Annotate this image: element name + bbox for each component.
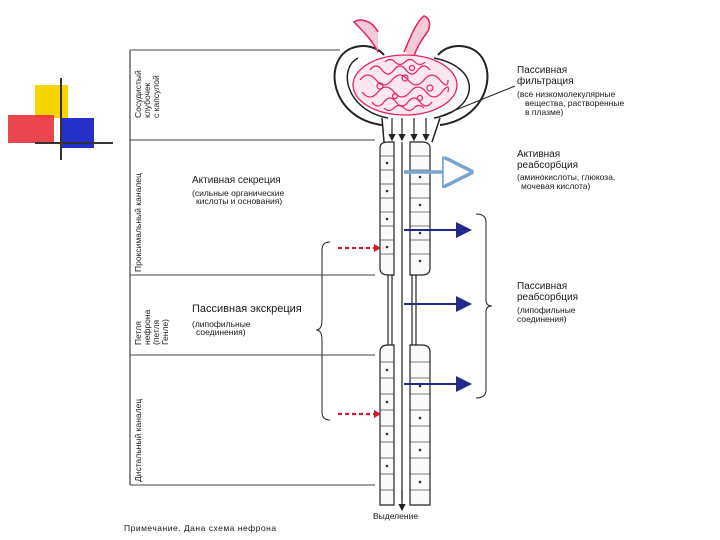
section-label-distal: Дистальный каналец — [133, 398, 143, 482]
passive-filtration-detail-3: в плазме) — [525, 106, 564, 117]
bowman-capsule-outer — [333, 45, 489, 126]
active-secretion-detail-1: (сильные органические — [192, 187, 285, 198]
efferent-vessel — [403, 15, 431, 57]
annotation-passive-reabsorption: Пассивная реабсорбция (липофильные соеди… — [517, 281, 578, 324]
active-reabsorption-title-2: реабсорбция — [517, 159, 578, 171]
passive-filtration-title-2: фильтрация — [517, 75, 574, 87]
section-label-glomerulus: Сосудистый клубочек с капсулой — [133, 70, 161, 118]
figure-note: Примечание. Дана схема нефрона — [124, 523, 277, 533]
passive-filtration-title-1: Пассивная — [517, 65, 568, 76]
active-reabsorption-detail-2: мочевая кислота) — [521, 180, 591, 191]
right-brace — [475, 213, 493, 399]
passive-reabsorption-detail-2: соединения) — [517, 313, 567, 324]
active-reabsorption-detail-1: (аминокислоты, глюкоза, — [517, 172, 616, 182]
active-secretion-detail-2: кислоты и основания) — [196, 196, 283, 207]
capsule-neck — [381, 117, 441, 143]
passive-excretion-detail-1: (липофильные — [192, 318, 251, 329]
section-label-loop: Петля нефрона (петля Генле) — [133, 310, 170, 345]
passive-reabsorption-title-1: Пассивная — [517, 281, 568, 292]
filtration-arrows — [388, 118, 430, 142]
section-label-glomerulus-line-3: с капсулой — [150, 75, 161, 118]
section-label-proximal: Проксимальный каналец — [133, 173, 143, 272]
section-label-distal-text: Дистальный каналец — [133, 398, 143, 482]
tubule-loop — [387, 275, 417, 345]
section-label-loop-line-4: Генле) — [159, 319, 170, 345]
annotation-active-reabsorption: Активная реабсорбция (аминокислоты, глюк… — [517, 149, 616, 191]
glomerulus-capillaries — [359, 58, 449, 112]
cell-nuclei — [385, 161, 422, 484]
excretion-dashed-arrowhead-1 — [374, 244, 381, 252]
deco-red-square — [8, 115, 54, 143]
passive-excretion-title: Пассивная экскреция — [192, 303, 302, 315]
glomerulus — [352, 54, 458, 116]
tubule-proximal — [379, 141, 431, 276]
annotation-active-secretion: Активная секреция (сильные органические … — [192, 175, 285, 207]
left-brace — [315, 241, 331, 421]
deco-vertical-line — [60, 78, 62, 160]
filtration-leader — [435, 85, 516, 119]
passive-filtration-detail-1: (все низкомолекулярные — [517, 89, 616, 99]
passive-excretion-detail-2: соединения) — [196, 327, 246, 338]
section-label-proximal-text: Проксимальный каналец — [133, 173, 143, 272]
passive-reabsorption-detail-1: (липофильные — [517, 305, 576, 315]
deco-horizontal-line — [35, 142, 113, 144]
annotation-passive-filtration: Пассивная фильтрация (все низкомолекуляр… — [517, 65, 625, 117]
active-reabsorption-title-1: Активная — [517, 149, 561, 160]
active-secretion-title: Активная секреция — [192, 175, 281, 186]
excretion-dashed-arrowhead-2 — [374, 410, 381, 418]
afferent-vessel — [352, 19, 379, 53]
passive-filtration-detail-2: вещества, растворенные — [525, 97, 625, 108]
annotation-passive-excretion: Пассивная экскреция (липофильные соедине… — [192, 303, 302, 338]
passive-reabsorption-title-2: реабсорбция — [517, 291, 578, 303]
excretion-label: Выделение — [373, 511, 419, 521]
tubule-cell-dividers — [380, 155, 430, 491]
deco-yellow-square — [35, 85, 68, 118]
